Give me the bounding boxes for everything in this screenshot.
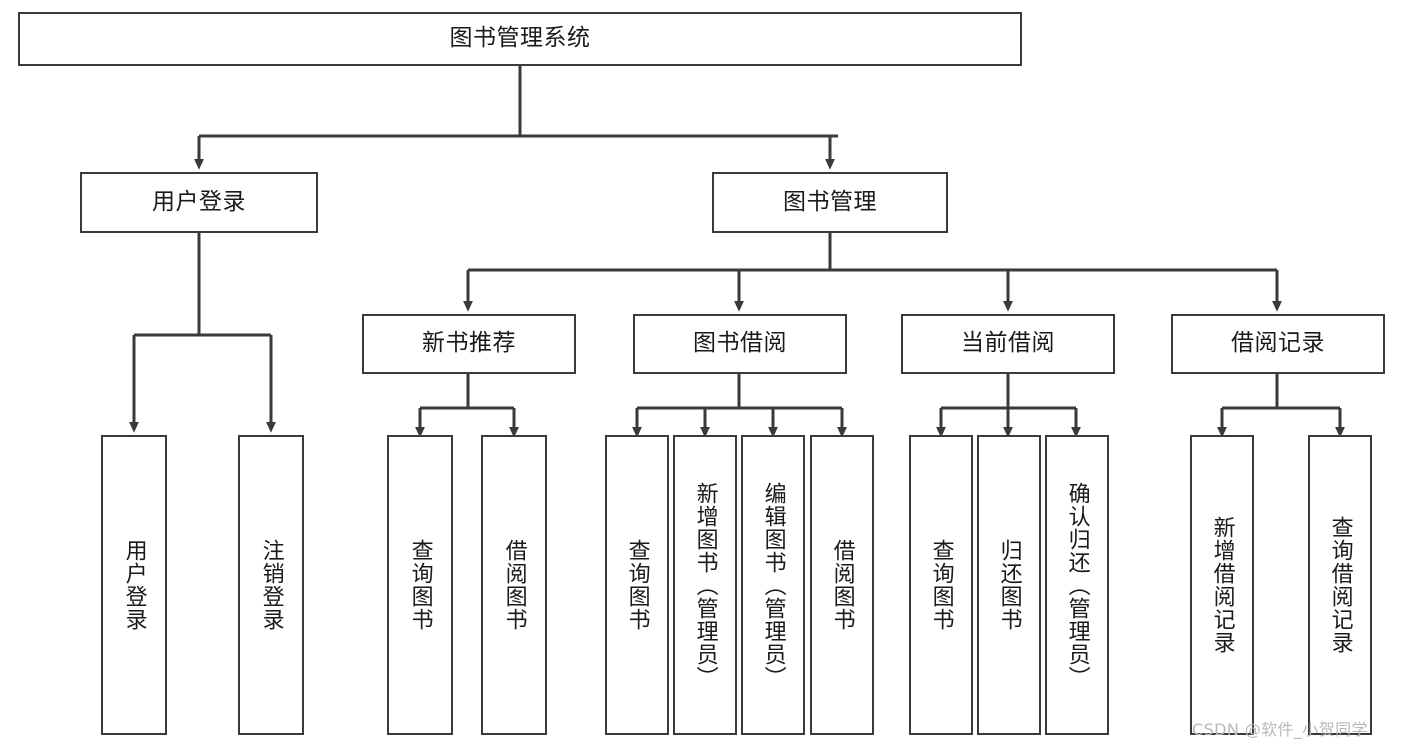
node-leaf-user-login-label: 用户登录 bbox=[121, 539, 147, 631]
node-leaf-add-record-label: 新增借阅记录 bbox=[1209, 516, 1235, 654]
node-leaf-return-book[interactable]: 归还图书 bbox=[977, 435, 1041, 735]
node-leaf-borrow-book-1-label: 借阅图书 bbox=[501, 539, 527, 631]
node-book-borrow-label: 图书借阅 bbox=[693, 330, 787, 357]
node-leaf-return-book-label: 归还图书 bbox=[996, 539, 1022, 631]
node-borrow-record-label: 借阅记录 bbox=[1231, 330, 1325, 357]
node-borrow-record[interactable]: 借阅记录 bbox=[1171, 314, 1385, 374]
node-leaf-edit-book[interactable]: 编辑图书（管理员） bbox=[741, 435, 805, 735]
node-leaf-query-book-3[interactable]: 查询图书 bbox=[909, 435, 973, 735]
node-user-login-label: 用户登录 bbox=[152, 188, 246, 215]
node-book-management-label: 图书管理 bbox=[783, 188, 877, 215]
node-root-label: 图书管理系统 bbox=[449, 25, 591, 52]
node-new-book-recommend-label: 新书推荐 bbox=[422, 330, 516, 357]
node-leaf-user-login[interactable]: 用户登录 bbox=[101, 435, 167, 735]
node-leaf-add-book-label: 新增图书（管理员） bbox=[692, 481, 718, 689]
node-book-management[interactable]: 图书管理 bbox=[712, 172, 948, 233]
node-leaf-add-record[interactable]: 新增借阅记录 bbox=[1190, 435, 1254, 735]
node-leaf-query-record[interactable]: 查询借阅记录 bbox=[1308, 435, 1372, 735]
node-leaf-borrow-book-1[interactable]: 借阅图书 bbox=[481, 435, 547, 735]
node-leaf-query-record-label: 查询借阅记录 bbox=[1327, 516, 1353, 654]
watermark: CSDN @软件_小贺同学 bbox=[1192, 720, 1368, 739]
node-leaf-edit-book-label: 编辑图书（管理员） bbox=[760, 481, 786, 689]
node-leaf-confirm-return[interactable]: 确认归还（管理员） bbox=[1045, 435, 1109, 735]
node-leaf-query-book-1[interactable]: 查询图书 bbox=[387, 435, 453, 735]
node-leaf-borrow-book-2[interactable]: 借阅图书 bbox=[810, 435, 874, 735]
node-current-borrow-label: 当前借阅 bbox=[961, 330, 1055, 357]
node-user-login[interactable]: 用户登录 bbox=[80, 172, 318, 233]
node-root[interactable]: 图书管理系统 bbox=[18, 12, 1022, 66]
node-leaf-confirm-return-label: 确认归还（管理员） bbox=[1064, 481, 1090, 689]
node-leaf-query-book-1-label: 查询图书 bbox=[407, 539, 433, 631]
node-leaf-query-book-3-label: 查询图书 bbox=[928, 539, 954, 631]
node-leaf-borrow-book-2-label: 借阅图书 bbox=[829, 539, 855, 631]
node-new-book-recommend[interactable]: 新书推荐 bbox=[362, 314, 576, 374]
node-current-borrow[interactable]: 当前借阅 bbox=[901, 314, 1115, 374]
node-leaf-query-book-2-label: 查询图书 bbox=[624, 539, 650, 631]
node-leaf-logout-login-label: 注销登录 bbox=[258, 539, 284, 631]
node-leaf-query-book-2[interactable]: 查询图书 bbox=[605, 435, 669, 735]
node-leaf-logout-login[interactable]: 注销登录 bbox=[238, 435, 304, 735]
node-book-borrow[interactable]: 图书借阅 bbox=[633, 314, 847, 374]
node-leaf-add-book[interactable]: 新增图书（管理员） bbox=[673, 435, 737, 735]
